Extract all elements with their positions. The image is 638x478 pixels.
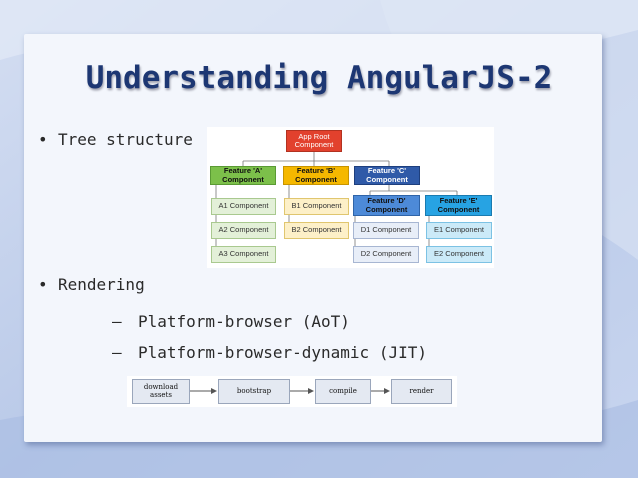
dash-icon: –	[112, 312, 122, 331]
sub-item-jit: –Platform-browser-dynamic (JIT)	[112, 343, 427, 362]
tree-node-b2: B2 Component	[284, 222, 349, 239]
bullet-tree-structure: • Tree structure	[38, 130, 193, 149]
tree-node-feature-c: Feature 'C' Component	[354, 166, 420, 185]
tree-node-a1: A1 Component	[211, 198, 276, 215]
tree-node-b1: B1 Component	[284, 198, 349, 215]
tree-node-feature-e: Feature 'E' Component	[425, 195, 492, 216]
dash-icon: –	[112, 343, 122, 362]
tree-node-d2: D2 Component	[353, 246, 419, 263]
tree-node-feature-a: Feature 'A' Component	[210, 166, 276, 185]
sub-item-aot: –Platform-browser (AoT)	[112, 312, 350, 331]
pipeline-step-download-assets: download assets	[132, 379, 190, 404]
tree-node-app-root: App Root Component	[286, 130, 342, 152]
pipeline-step-compile: compile	[315, 379, 371, 404]
tree-node-a3: A3 Component	[211, 246, 276, 263]
tree-node-e2: E2 Component	[426, 246, 492, 263]
bullet-label: Rendering	[58, 275, 145, 294]
bullet-label: Tree structure	[58, 130, 193, 149]
tree-node-a2: A2 Component	[211, 222, 276, 239]
bullet-rendering: • Rendering	[38, 275, 145, 294]
pipeline-step-bootstrap: bootstrap	[218, 379, 290, 404]
bullet-dot-icon: •	[38, 130, 48, 149]
tree-node-d1: D1 Component	[353, 222, 419, 239]
sub-item-label: Platform-browser-dynamic (JIT)	[138, 343, 427, 362]
pipeline-step-render: render	[391, 379, 452, 404]
bullet-dot-icon: •	[38, 275, 48, 294]
tree-node-feature-d: Feature 'D' Component	[353, 195, 420, 216]
component-tree-diagram: App Root Component Feature 'A' Component…	[207, 127, 494, 268]
tree-node-e1: E1 Component	[426, 222, 492, 239]
render-pipeline-diagram: download assets bootstrap compile render	[127, 376, 457, 407]
pipeline-arrows	[190, 388, 390, 394]
slide-title: Understanding AngularJS-2	[85, 60, 553, 96]
tree-node-feature-b: Feature 'B' Component	[283, 166, 349, 185]
sub-item-label: Platform-browser (AoT)	[138, 312, 350, 331]
